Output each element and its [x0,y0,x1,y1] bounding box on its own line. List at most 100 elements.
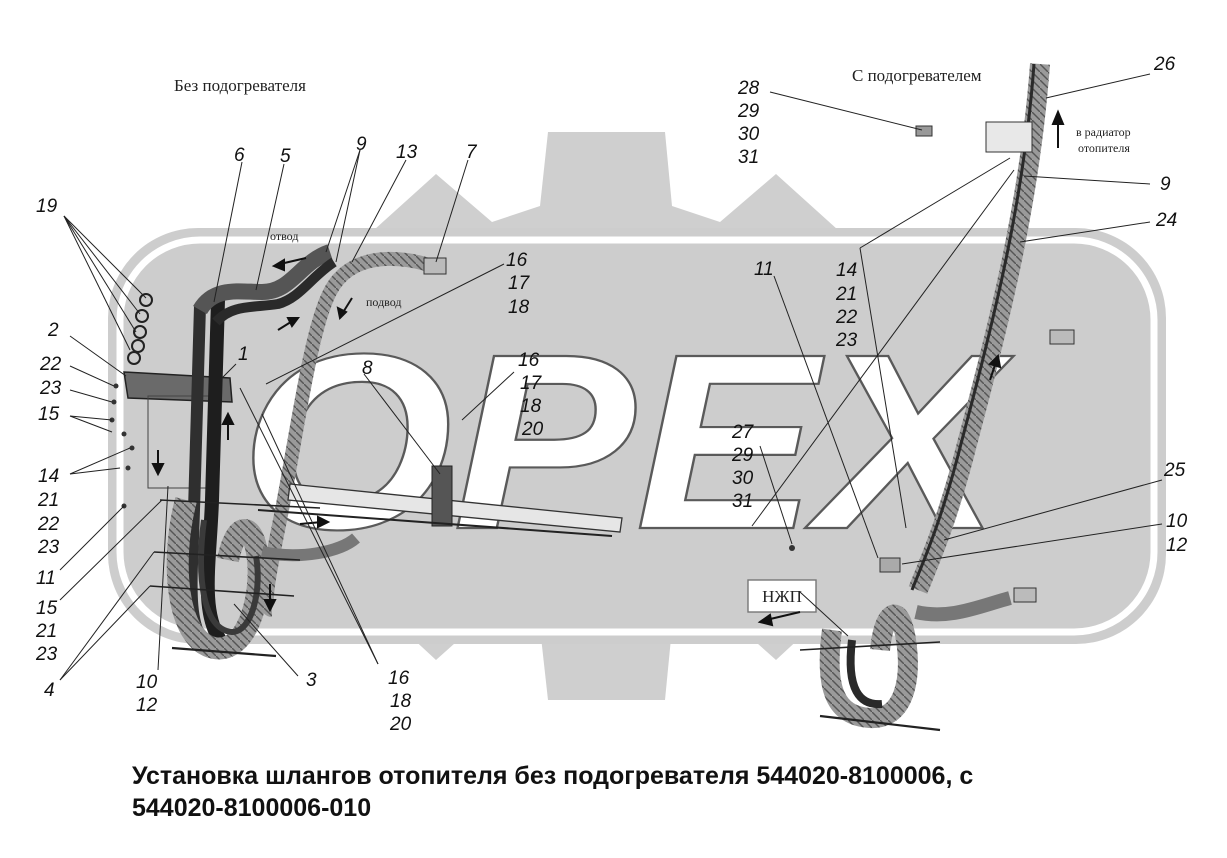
right-assembly: НЖП [747,63,1163,732]
callout-19: 19 [36,196,58,217]
leader-lines-left [59,149,515,681]
label-to-radiator-1: в радиатор [1076,125,1131,139]
callout-31: 31 [732,491,753,512]
callout-17: 17 [508,273,531,294]
callout-18: 18 [520,396,542,417]
callout-21: 21 [835,284,857,305]
callout-20: 20 [521,419,544,440]
callout-2: 2 [47,320,59,341]
hose-13 [259,251,441,617]
tube-rod [257,509,613,537]
clamp-10-12 [879,557,901,573]
callout-23: 23 [39,378,62,399]
heater-block [985,121,1033,153]
flow-arrows-left [151,257,353,613]
callout-6: 6 [234,145,245,166]
clamp-rod-2 [153,551,301,561]
callout-15: 15 [36,598,58,619]
callout-17: 17 [520,373,543,394]
callout-9: 9 [356,134,367,155]
leader-lines-right [751,73,1163,637]
callout-15: 15 [38,404,60,425]
callout-10: 10 [1166,511,1188,532]
hose-5-upper [193,244,334,315]
callout-18: 18 [390,691,412,712]
callout-27: 27 [731,422,755,443]
title-without-heater: Без подогревателя [174,76,306,95]
bolts-19 [127,293,153,365]
callouts-right: 28 29 30 31 26 9 24 11 14 21 22 23 27 29… [731,54,1188,556]
njp-label: НЖП [762,587,802,606]
callout-21: 21 [37,490,59,511]
hose-coil-right-inner [846,639,883,709]
fitting-right [1049,329,1075,345]
callout-11: 11 [754,259,774,280]
hose-24 [908,63,1050,594]
callout-16: 16 [388,668,410,689]
callout-21: 21 [35,621,57,642]
hose-coil-left-inner [198,519,261,636]
clamp-rod-right-2 [819,714,941,732]
connector-7 [423,257,447,275]
callout-4: 4 [44,680,55,701]
callouts-left: 19 2 22 23 15 14 21 22 23 11 15 21 23 4 … [35,134,544,735]
callout-7: 7 [466,142,478,163]
callout-16: 16 [518,350,540,371]
callout-10: 10 [136,672,158,693]
figure-caption: Установка шлангов отопителя без подогрев… [132,760,1192,824]
hose-coil-right [819,604,918,728]
callout-12: 12 [136,695,158,716]
callout-14: 14 [836,260,857,281]
title-with-heater: С подогревателем [852,66,982,85]
fastener-27 [789,545,795,551]
callout-29: 29 [731,445,754,466]
watermark-plate-inner [116,236,1158,636]
callout-13: 13 [396,142,418,163]
callout-30: 30 [738,124,760,145]
hose-lower-end [260,533,360,562]
callout-3: 3 [306,670,317,691]
callout-23: 23 [835,330,858,351]
label-outlet: отвод [270,229,298,243]
caption-line-1: Установка шлангов отопителя без подогрев… [132,762,974,790]
label-inlet: подвод [366,295,402,309]
callout-22: 22 [39,354,62,375]
hose-6 [200,299,227,644]
watermark-logo: OPEX [108,132,1166,700]
callout-9: 9 [1160,174,1171,195]
callout-8: 8 [362,358,373,379]
tube-horizontal [287,483,623,533]
label-to-radiator-2: отопителя [1078,141,1130,155]
callout-25: 25 [1163,460,1186,481]
watermark-plate-outer [108,228,1166,644]
callout-23: 23 [35,644,58,665]
callout-16: 16 [506,250,528,271]
left-assembly [59,149,623,681]
callout-5: 5 [280,146,291,167]
hose-coil-left [166,497,270,660]
clamp-8 [431,465,453,527]
callout-26: 26 [1153,54,1176,75]
callout-20: 20 [389,714,412,735]
callout-29: 29 [737,101,760,122]
clamp-rod-right-1 [799,641,941,651]
hose-right-out [914,591,1012,622]
watermark-text: OPEX [240,302,1014,581]
clamp-rod-1 [159,499,321,509]
hose-6-upper [212,257,337,326]
callout-24: 24 [1155,210,1177,231]
callout-22: 22 [37,514,60,535]
callout-22: 22 [835,307,858,328]
callout-1: 1 [238,344,249,365]
clamp-rod-4 [171,646,277,658]
hose-24-edge [910,63,1036,591]
callout-12: 12 [1166,535,1188,556]
flow-arrows-right [757,109,1065,627]
connector-right [1013,587,1037,603]
callout-28: 28 [737,78,760,99]
caption-line-2: 544020-8100006-010 [132,794,372,822]
callout-31: 31 [738,147,759,168]
callout-30: 30 [732,468,754,489]
callout-23: 23 [37,537,60,558]
